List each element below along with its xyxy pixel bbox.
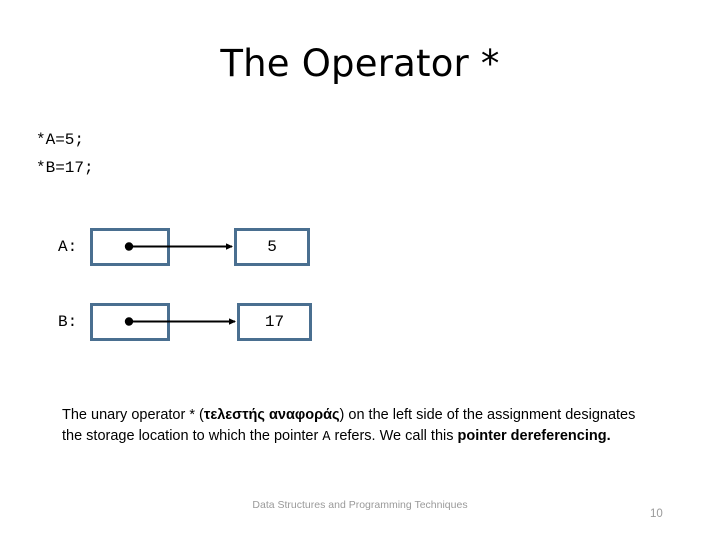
- pointer-label-b: B:: [58, 313, 78, 331]
- body-text-bold-tail: pointer dereferencing.: [457, 427, 611, 444]
- body-text-part1: The unary operator * (: [62, 407, 204, 423]
- footer-course-name: Data Structures and Programming Techniqu…: [252, 499, 468, 511]
- value-box-a: 5: [234, 228, 310, 266]
- body-text-part3: refers. We call this: [330, 427, 458, 444]
- pointer-label-a: A:: [58, 238, 78, 256]
- page-title: The Operator *: [220, 42, 500, 85]
- code-line-assignment-b: *B=17;: [36, 159, 94, 177]
- pointer-box-a: [90, 228, 170, 266]
- pointer-box-b: [90, 303, 170, 341]
- body-text-greek: τελεστής αναφοράς: [203, 407, 340, 423]
- body-text-part2: ) on the left side of the assignment des…: [62, 407, 636, 444]
- body-text-identifier: A: [322, 429, 331, 445]
- code-line-assignment-a: *A=5;: [36, 131, 85, 149]
- page-number: 10: [650, 508, 663, 520]
- body-paragraph: The unary operator * (τελεστής αναφοράς)…: [62, 405, 652, 448]
- value-box-b: 17: [237, 303, 312, 341]
